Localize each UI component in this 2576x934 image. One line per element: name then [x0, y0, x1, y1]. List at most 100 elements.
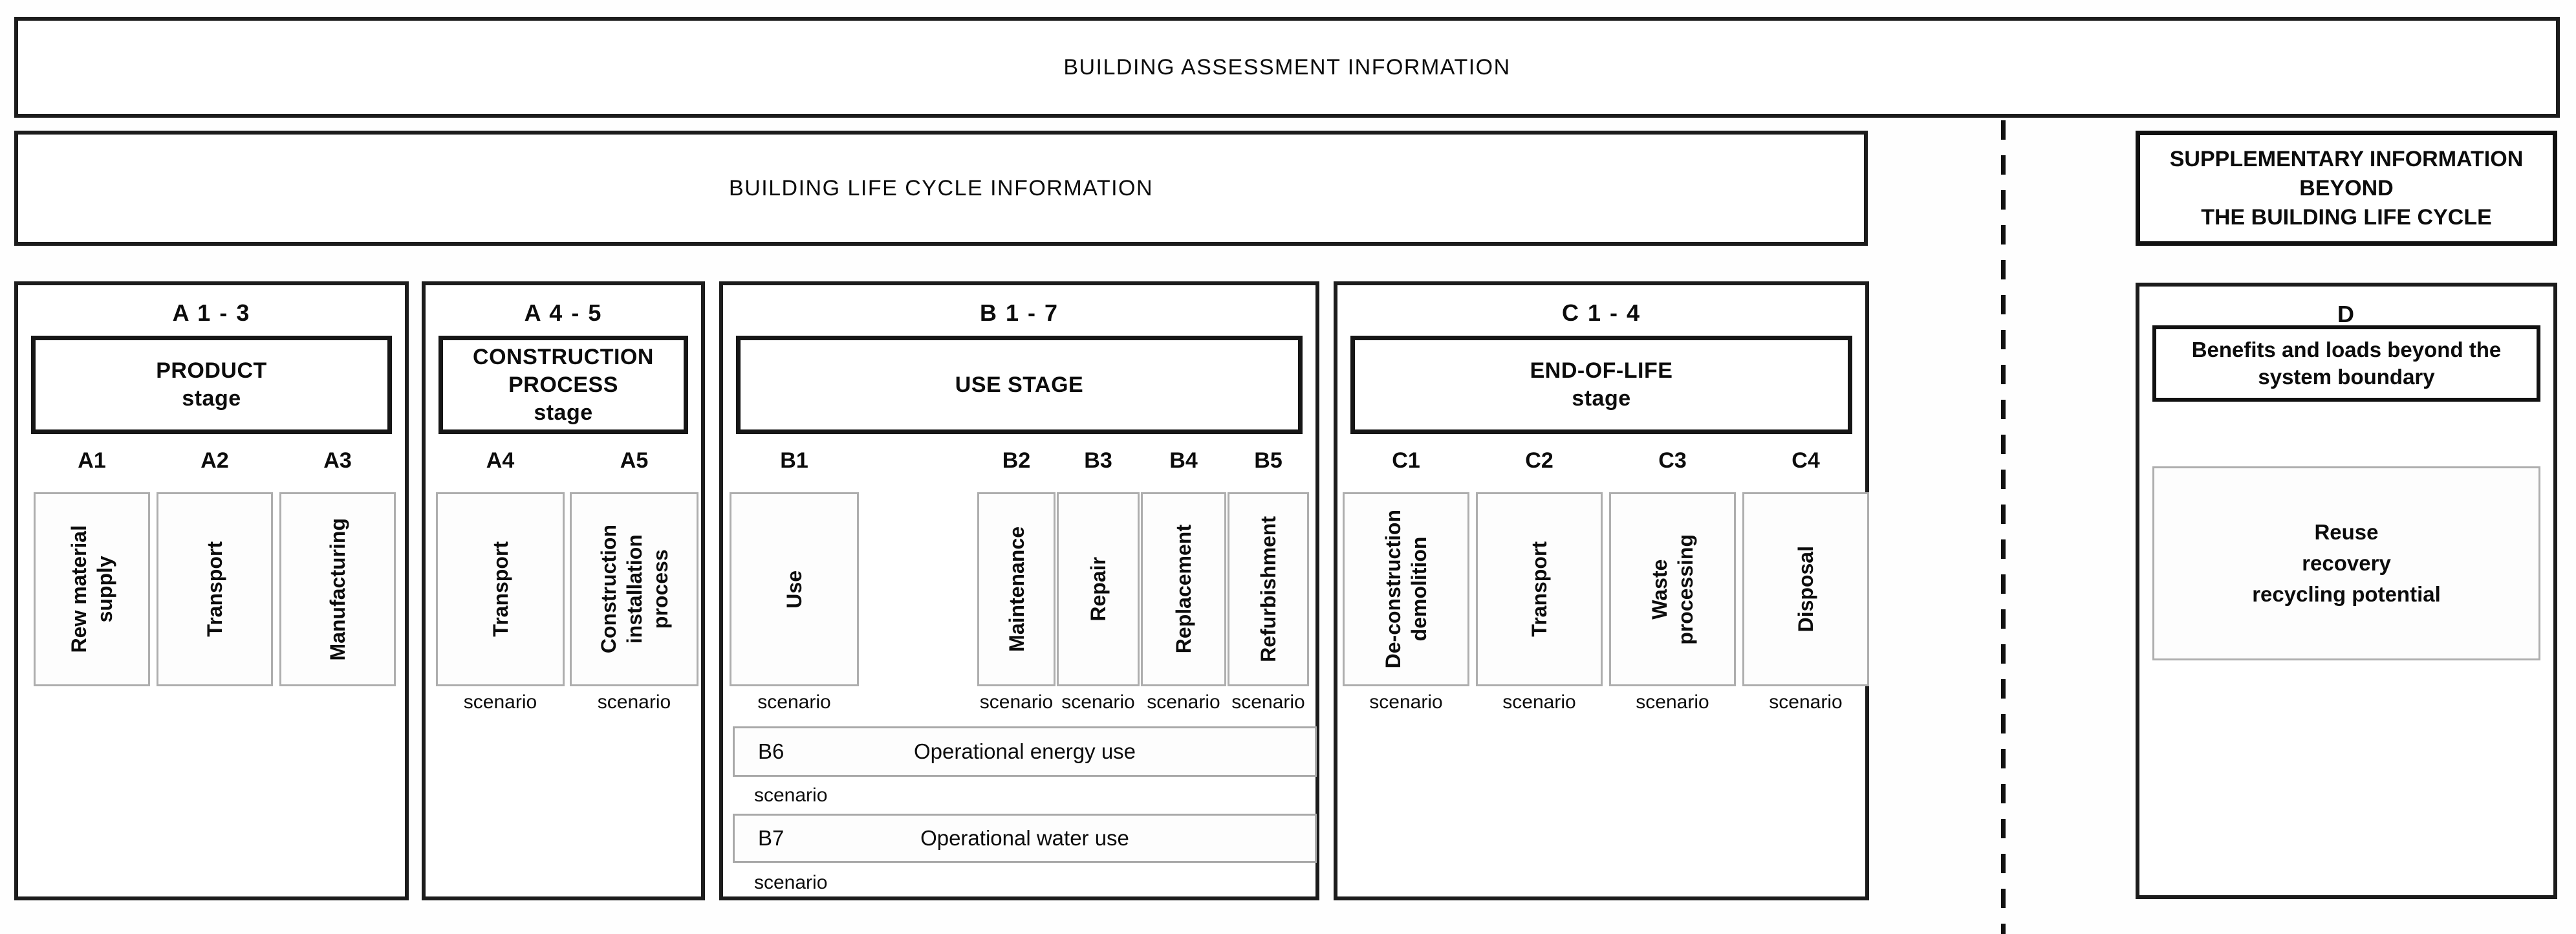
module-name-b6: Operational energy use: [913, 739, 1136, 763]
module-name-c2: Transport: [1526, 541, 1552, 637]
module-c1: C1 De-construction demolition scenario: [1343, 285, 1469, 896]
module-box-c3: Waste processing: [1609, 492, 1736, 686]
building-assessment-information-title: BUILDING ASSESSMENT INFORMATION: [1063, 54, 1511, 80]
module-name-a2: Transport: [202, 541, 228, 637]
module-label-a2: A2: [200, 448, 229, 473]
module-box-b2: Maintenance: [977, 492, 1055, 686]
module-name-c1: De-construction demolition: [1380, 510, 1432, 668]
scenario-label-b4: scenario: [1147, 691, 1220, 713]
module-box-a4: Transport: [436, 492, 565, 686]
supplementary-information-banner: SUPPLEMENTARY INFORMATION BEYOND THE BUI…: [2136, 131, 2557, 246]
module-name-a4: Transport: [488, 541, 514, 637]
module-name-line: Maintenance: [1004, 527, 1028, 652]
module-name-line: Waste: [1648, 559, 1671, 620]
supplementary-line-2: BEYOND: [2299, 175, 2394, 201]
module-box-c4: Disposal: [1742, 492, 1869, 686]
supplementary-line-3: THE BUILDING LIFE CYCLE: [2201, 204, 2492, 230]
scenario-label-b3: scenario: [1061, 691, 1135, 713]
module-name-line: installation: [622, 534, 646, 644]
module-label-a5: A5: [620, 448, 649, 473]
supplementary-line-1: SUPPLEMENTARY INFORMATION: [2169, 146, 2524, 171]
module-label-b2: B2: [1002, 448, 1031, 473]
module-name-line: supply: [93, 556, 116, 623]
building-assessment-information-banner: BUILDING ASSESSMENT INFORMATION: [14, 17, 2560, 118]
module-name-b2: Maintenance: [1004, 527, 1030, 652]
module-c2: C2 Transport scenario: [1476, 285, 1603, 896]
stage-title-line: CONSTRUCTION: [473, 344, 654, 369]
stage-title-line: stage: [1572, 386, 1631, 411]
module-name-line: Transport: [1528, 541, 1551, 637]
section-b1-7-use-stage: B 1 - 7 USE STAGE B1 Use scenario B2 Mai…: [719, 281, 1319, 900]
building-life-cycle-information-banner: BUILDING LIFE CYCLE INFORMATION: [14, 131, 1868, 246]
stage-title-box-use-stage: USE STAGE: [736, 336, 1303, 434]
scenario-label-a5: scenario: [597, 691, 671, 713]
section-a4-5-construction-process-stage: A 4 - 5 CONSTRUCTION PROCESS stage A4 Tr…: [422, 281, 705, 900]
module-label-c3: C3: [1658, 448, 1687, 473]
module-box-c2: Transport: [1476, 492, 1603, 686]
module-name-line: Replacement: [1172, 525, 1195, 654]
module-name-line: process: [648, 549, 672, 629]
module-b5: B5 Refurbishment scenario: [1228, 285, 1309, 896]
scenario-label-c3: scenario: [1636, 691, 1709, 713]
stage-title-line: PROCESS: [508, 372, 618, 397]
module-name-line: Use: [783, 570, 806, 609]
section-d-benefits-and-loads: D Benefits and loads beyond the system b…: [2136, 283, 2557, 899]
module-box-b1: Use: [730, 492, 859, 686]
module-label-b5: B5: [1254, 448, 1283, 473]
module-b2: B2 Maintenance scenario: [977, 285, 1055, 896]
scenario-label-b6: scenario: [754, 785, 828, 806]
reuse-recovery-recycling-box: Reuse recovery recycling potential: [2152, 466, 2540, 660]
module-name-b1: Use: [781, 570, 807, 609]
module-name-line: Transport: [203, 541, 226, 637]
module-box-b3: Repair: [1057, 492, 1140, 686]
module-name-a3: Manufacturing: [325, 518, 351, 660]
reuse-line: Reuse: [2314, 520, 2379, 544]
module-name-c3: Waste processing: [1647, 534, 1698, 645]
module-name-b5: Refurbishment: [1255, 516, 1281, 662]
module-name-b4: Replacement: [1171, 525, 1196, 653]
stage-title-line: PRODUCT: [156, 358, 267, 383]
scenario-label-c2: scenario: [1502, 691, 1576, 713]
module-box-b4: Replacement: [1141, 492, 1226, 686]
stage-title-line: USE STAGE: [955, 372, 1084, 397]
module-box-c1: De-construction demolition: [1343, 492, 1469, 686]
section-code-c1-4: C 1 - 4: [1561, 299, 1641, 326]
stage-title-line: stage: [534, 400, 593, 425]
section-c1-4-end-of-life-stage: C 1 - 4 END-OF-LIFE stage C1 De-construc…: [1334, 281, 1869, 900]
module-a1: A1 Rew material supply: [34, 285, 150, 896]
module-a5: A5 Construction installation process sce…: [570, 285, 698, 896]
module-name-line: Disposal: [1794, 546, 1817, 633]
section-a1-3-product-stage: A 1 - 3 PRODUCT stage A1 Rew material su…: [14, 281, 409, 900]
module-name-line: Manufacturing: [326, 517, 349, 661]
section-code-d: D: [2337, 301, 2355, 327]
scenario-label-b2: scenario: [979, 691, 1054, 713]
module-label-c1: C1: [1392, 448, 1420, 473]
module-box-b5: Refurbishment: [1228, 492, 1309, 686]
system-boundary-dashed-divider: [2001, 120, 2006, 934]
module-name-line: De-construction: [1381, 510, 1405, 669]
module-b4: B4 Replacement scenario: [1141, 285, 1226, 896]
module-label-b4: B4: [1169, 448, 1198, 473]
module-label-c4: C4: [1791, 448, 1820, 473]
section-code-a1-3: A 1 - 3: [172, 299, 251, 326]
module-name-line: Transport: [488, 541, 512, 637]
module-name-a1: Rew material supply: [66, 525, 118, 653]
module-b1: B1 Use scenario: [730, 285, 859, 896]
module-box-a3: Manufacturing: [279, 492, 396, 686]
scenario-label-a4: scenario: [463, 691, 537, 713]
module-name-line: Rew material: [67, 525, 91, 653]
module-a4: A4 Transport scenario: [436, 285, 565, 896]
reuse-line: recovery: [2302, 551, 2391, 575]
module-label-a4: A4: [486, 448, 515, 473]
stage-title-box-end-of-life: END-OF-LIFE stage: [1350, 336, 1852, 434]
module-b3: B3 Repair scenario: [1057, 285, 1140, 896]
module-label-b1: B1: [780, 448, 808, 473]
benefits-line: Benefits and loads beyond the: [2191, 338, 2502, 362]
module-row-b7: B7 Operational water use: [733, 814, 1317, 863]
benefits-box: Benefits and loads beyond the system bou…: [2152, 325, 2540, 402]
module-label-a3: A3: [323, 448, 352, 473]
benefits-line: system boundary: [2258, 365, 2435, 389]
module-a3: A3 Manufacturing: [279, 285, 396, 896]
scenario-label-b7: scenario: [754, 872, 828, 893]
